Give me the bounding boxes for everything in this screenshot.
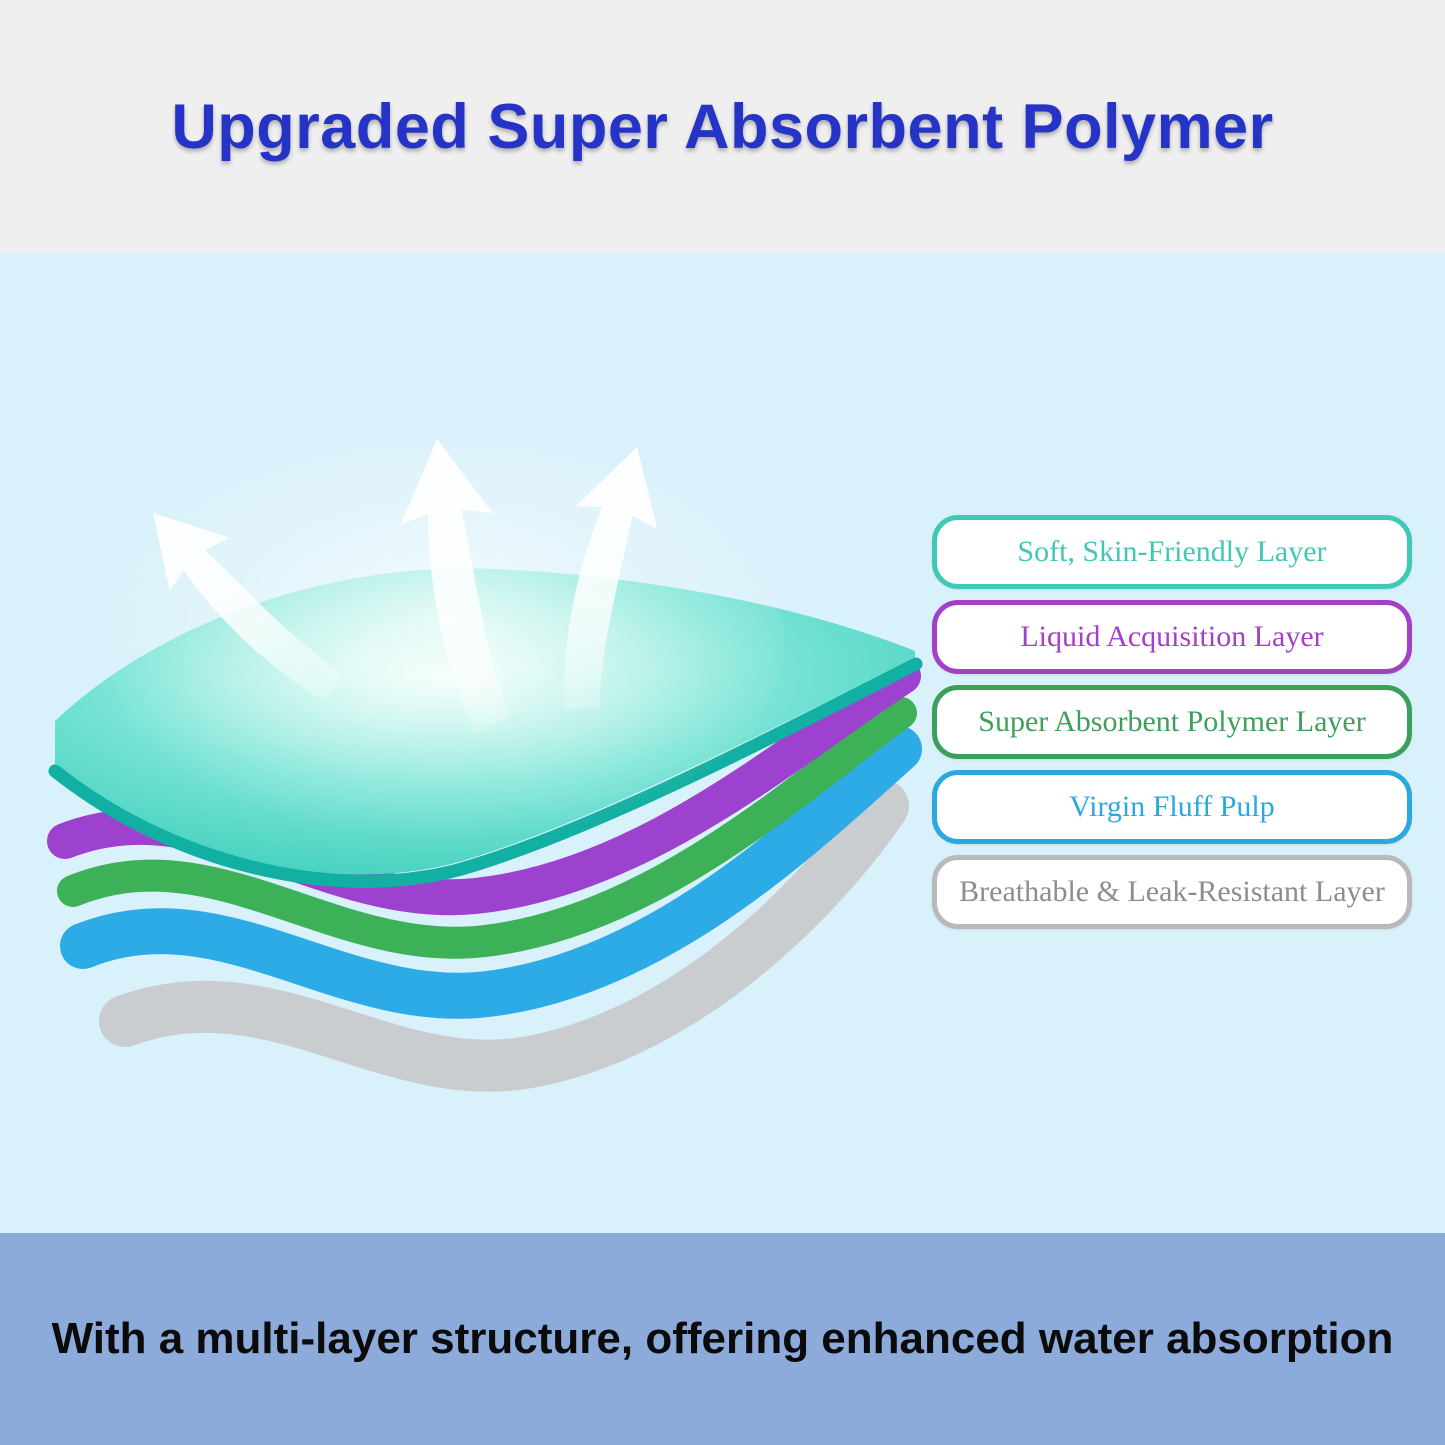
diagram-area: Soft, Skin-Friendly Layer Liquid Acquisi… <box>0 253 1445 1233</box>
header-band: Upgraded Super Absorbent Polymer <box>0 0 1445 253</box>
layer-label-fluff: Virgin Fluff Pulp <box>932 770 1412 844</box>
fluff-ribbon <box>60 726 922 1019</box>
layer-label-soft: Soft, Skin-Friendly Layer <box>932 515 1412 589</box>
sap-ribbon <box>57 697 917 959</box>
layer-label-acquisition-text: Liquid Acquisition Layer <box>1020 620 1324 653</box>
layer-label-soft-text: Soft, Skin-Friendly Layer <box>1017 535 1327 568</box>
soft-layer-front-edge <box>48 657 923 888</box>
up-arrow-right-icon <box>563 447 658 711</box>
layer-label-sap: Super Absorbent Polymer Layer <box>932 685 1412 759</box>
layer-label-fluff-text: Virgin Fluff Pulp <box>1069 790 1275 823</box>
layers-illustration <box>47 439 923 1092</box>
footer-text: With a multi-layer structure, offering e… <box>51 1314 1394 1363</box>
layer-label-sap-text: Super Absorbent Polymer Layer <box>978 705 1366 738</box>
footer-band: With a multi-layer structure, offering e… <box>0 1233 1445 1445</box>
shadow-ribbon <box>99 780 909 1092</box>
layer-label-acquisition: Liquid Acquisition Layer <box>932 600 1412 674</box>
layer-labels: Soft, Skin-Friendly Layer Liquid Acquisi… <box>932 515 1412 929</box>
layer-label-breathable: Breathable & Leak-Resistant Layer <box>932 855 1412 929</box>
page-title: Upgraded Super Absorbent Polymer <box>171 91 1274 162</box>
up-arrow-left-icon <box>153 513 342 702</box>
layer-label-breathable-text: Breathable & Leak-Resistant Layer <box>959 875 1385 908</box>
up-arrow-middle-icon <box>400 439 511 735</box>
